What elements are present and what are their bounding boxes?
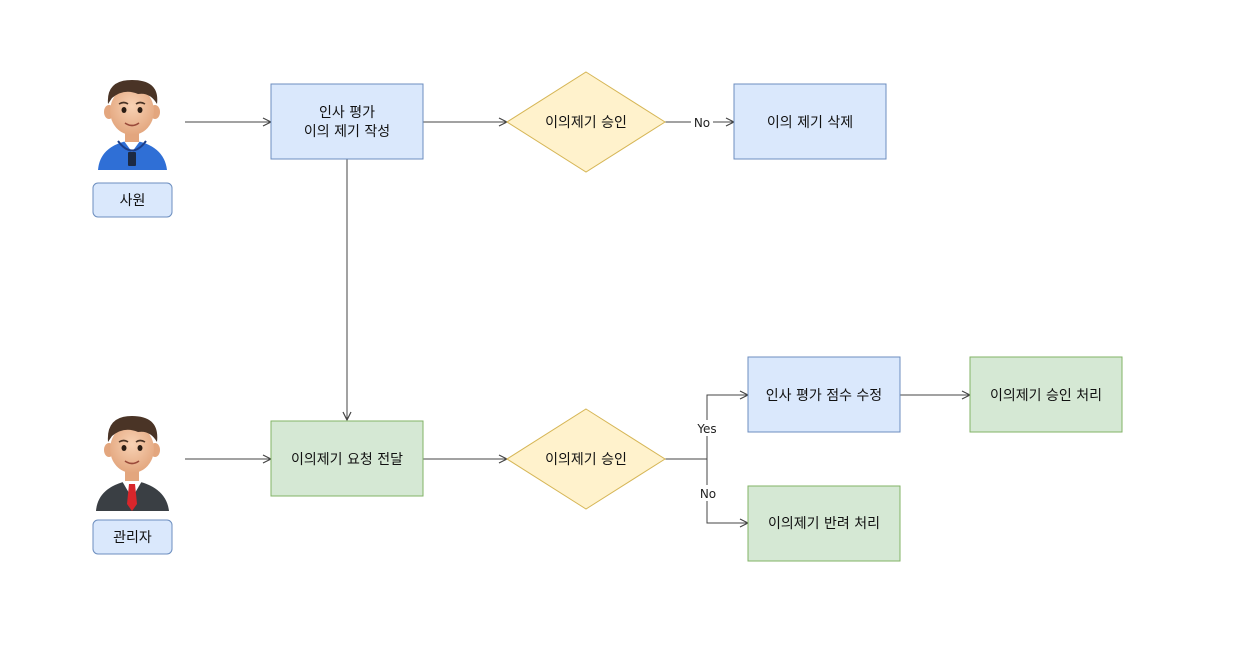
employee-avatar-icon [98,80,167,170]
manager-label: 관리자 [113,530,152,546]
node-approve-done: 이의제기 승인 처리 [969,356,1123,433]
manager-label-box: 관리자 [92,519,173,555]
edge-label-bottom-yes: Yes [696,422,716,436]
node-reject-done: 이의제기 반려 처리 [747,485,901,562]
node-forward-label: 이의제기 요청 전달 [291,452,403,468]
node-delete-objection: 이의 제기 삭제 [733,83,887,160]
node-modify-score: 인사 평가 점수 수정 [747,356,901,433]
decision-approve-top: 이의제기 승인 [506,71,666,173]
node-forward-request: 이의제기 요청 전달 [270,420,424,497]
edge-label-bottom-no: No [700,487,716,501]
node-modify-label: 인사 평가 점수 수정 [766,388,882,404]
decision-approve-bottom: 이의제기 승인 [506,408,666,510]
node-write-line2: 이의 제기 작성 [304,124,390,140]
edge-label-top-no: No [694,116,710,130]
manager-avatar-icon [96,416,169,511]
employee-label: 사원 [120,193,146,209]
employee-label-box: 사원 [92,182,173,218]
node-write-line1: 인사 평가 [319,105,375,121]
node-reject-done-label: 이의제기 반려 처리 [768,516,880,532]
decision-approve-top-label: 이의제기 승인 [545,115,627,131]
node-delete-label: 이의 제기 삭제 [767,115,853,131]
node-approve-done-label: 이의제기 승인 처리 [990,388,1102,404]
decision-approve-bottom-label: 이의제기 승인 [545,452,627,468]
edge-approve-bottom-no [706,459,748,523]
node-write-objection: 인사 평가 이의 제기 작성 [270,83,424,160]
